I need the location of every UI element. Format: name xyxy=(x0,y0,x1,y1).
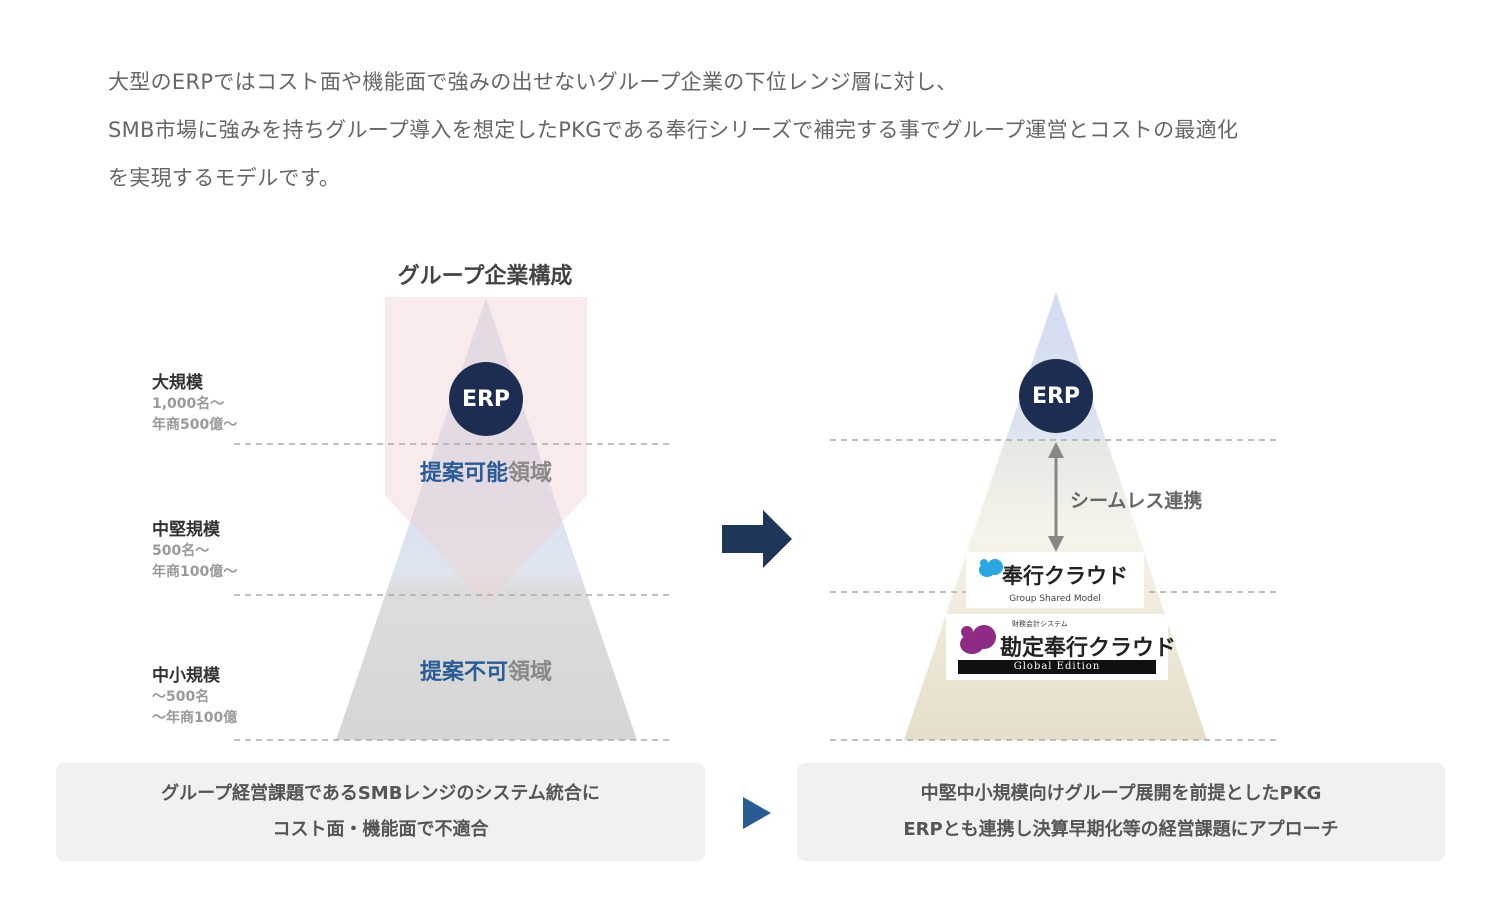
cloud-icon xyxy=(979,559,1003,577)
proposal-possible-blue: 提案可能 xyxy=(419,461,508,486)
right-erp-badge: ERP xyxy=(1019,359,1093,433)
left-diagram-title: グループ企業構成 xyxy=(397,264,573,289)
left-caption-line-2: コスト面・機能面で不適合 xyxy=(272,819,489,840)
bugyo-cloud-subtitle: Group Shared Model xyxy=(1009,594,1101,604)
proposal-impossible-label: 提案不可領域 xyxy=(321,654,651,686)
intro-line-3: を実現するモデルです。 xyxy=(108,166,341,190)
tier-small-name: 中小規模 xyxy=(152,666,220,686)
left-pyramid xyxy=(336,298,637,740)
tier-mid-employees: 500名〜 xyxy=(152,543,210,559)
tier-small-employees: 〜500名 xyxy=(152,689,210,705)
proposal-impossible-gray: 領域 xyxy=(508,660,553,685)
intro-text: 大型のERPではコスト面や機能面で強みの出せないグループ企業の下位レンジ層に対し… xyxy=(108,58,1438,202)
tier-large-employees: 1,000名〜 xyxy=(152,396,225,412)
bugyo-cloud-logo: 奉行クラウド Group Shared Model xyxy=(966,552,1144,608)
tier-large-name: 大規模 xyxy=(152,373,203,393)
seamless-link-label: シームレス連携 xyxy=(1070,490,1203,512)
center-arrow-icon xyxy=(722,510,792,568)
tier-large-revenue: 年商500億〜 xyxy=(152,417,238,433)
proposal-impossible-blue: 提案不可 xyxy=(419,660,508,685)
left-caption-line-1: グループ経営課題であるSMBレンジのシステム統合に xyxy=(161,783,600,804)
tier-large: 大規模 1,000名〜 年商500億〜 xyxy=(152,372,237,436)
proposal-arrow xyxy=(385,297,587,605)
tier-mid-name: 中堅規模 xyxy=(152,520,220,540)
right-caption-line-2: ERPとも連携し決算早期化等の経営課題にアプローチ xyxy=(903,819,1339,840)
caption-arrow-icon xyxy=(743,797,771,829)
left-erp-badge: ERP xyxy=(449,362,523,436)
tier-small: 中小規模 〜500名 〜年商100億 xyxy=(152,665,237,729)
intro-line-1: 大型のERPではコスト面や機能面で強みの出せないグループ企業の下位レンジ層に対し… xyxy=(108,70,958,94)
tier-mid-revenue: 年商100億〜 xyxy=(152,564,238,580)
right-caption: 中堅中小規模向けグループ展開を前提としたPKG ERPとも連携し決算早期化等の経… xyxy=(797,763,1445,861)
kanjo-bugyo-cloud-logo: 財務会計システム 勘定奉行クラウド Global Edition xyxy=(946,614,1176,680)
intro-line-2: SMB市場に強みを持ちグループ導入を想定したPKGである奉行シリーズで補完する事… xyxy=(108,118,1239,142)
proposal-possible-gray: 領域 xyxy=(508,461,553,486)
bugyo-cloud-name: 奉行クラウド xyxy=(1002,564,1128,588)
tier-small-revenue: 〜年商100億 xyxy=(152,710,238,726)
proposal-possible-label: 提案可能領域 xyxy=(321,455,651,487)
kanjo-bugyo-edition: Global Edition xyxy=(958,660,1156,674)
tier-mid: 中堅規模 500名〜 年商100億〜 xyxy=(152,519,237,583)
left-caption: グループ経営課題であるSMBレンジのシステム統合に コスト面・機能面で不適合 xyxy=(56,763,705,861)
right-caption-line-1: 中堅中小規模向けグループ展開を前提としたPKG xyxy=(920,783,1322,804)
kanjo-bugyo-category: 財務会計システム xyxy=(1012,620,1068,628)
kanjo-bugyo-name: 勘定奉行クラウド xyxy=(1000,636,1177,661)
cloud-icon xyxy=(960,625,996,654)
